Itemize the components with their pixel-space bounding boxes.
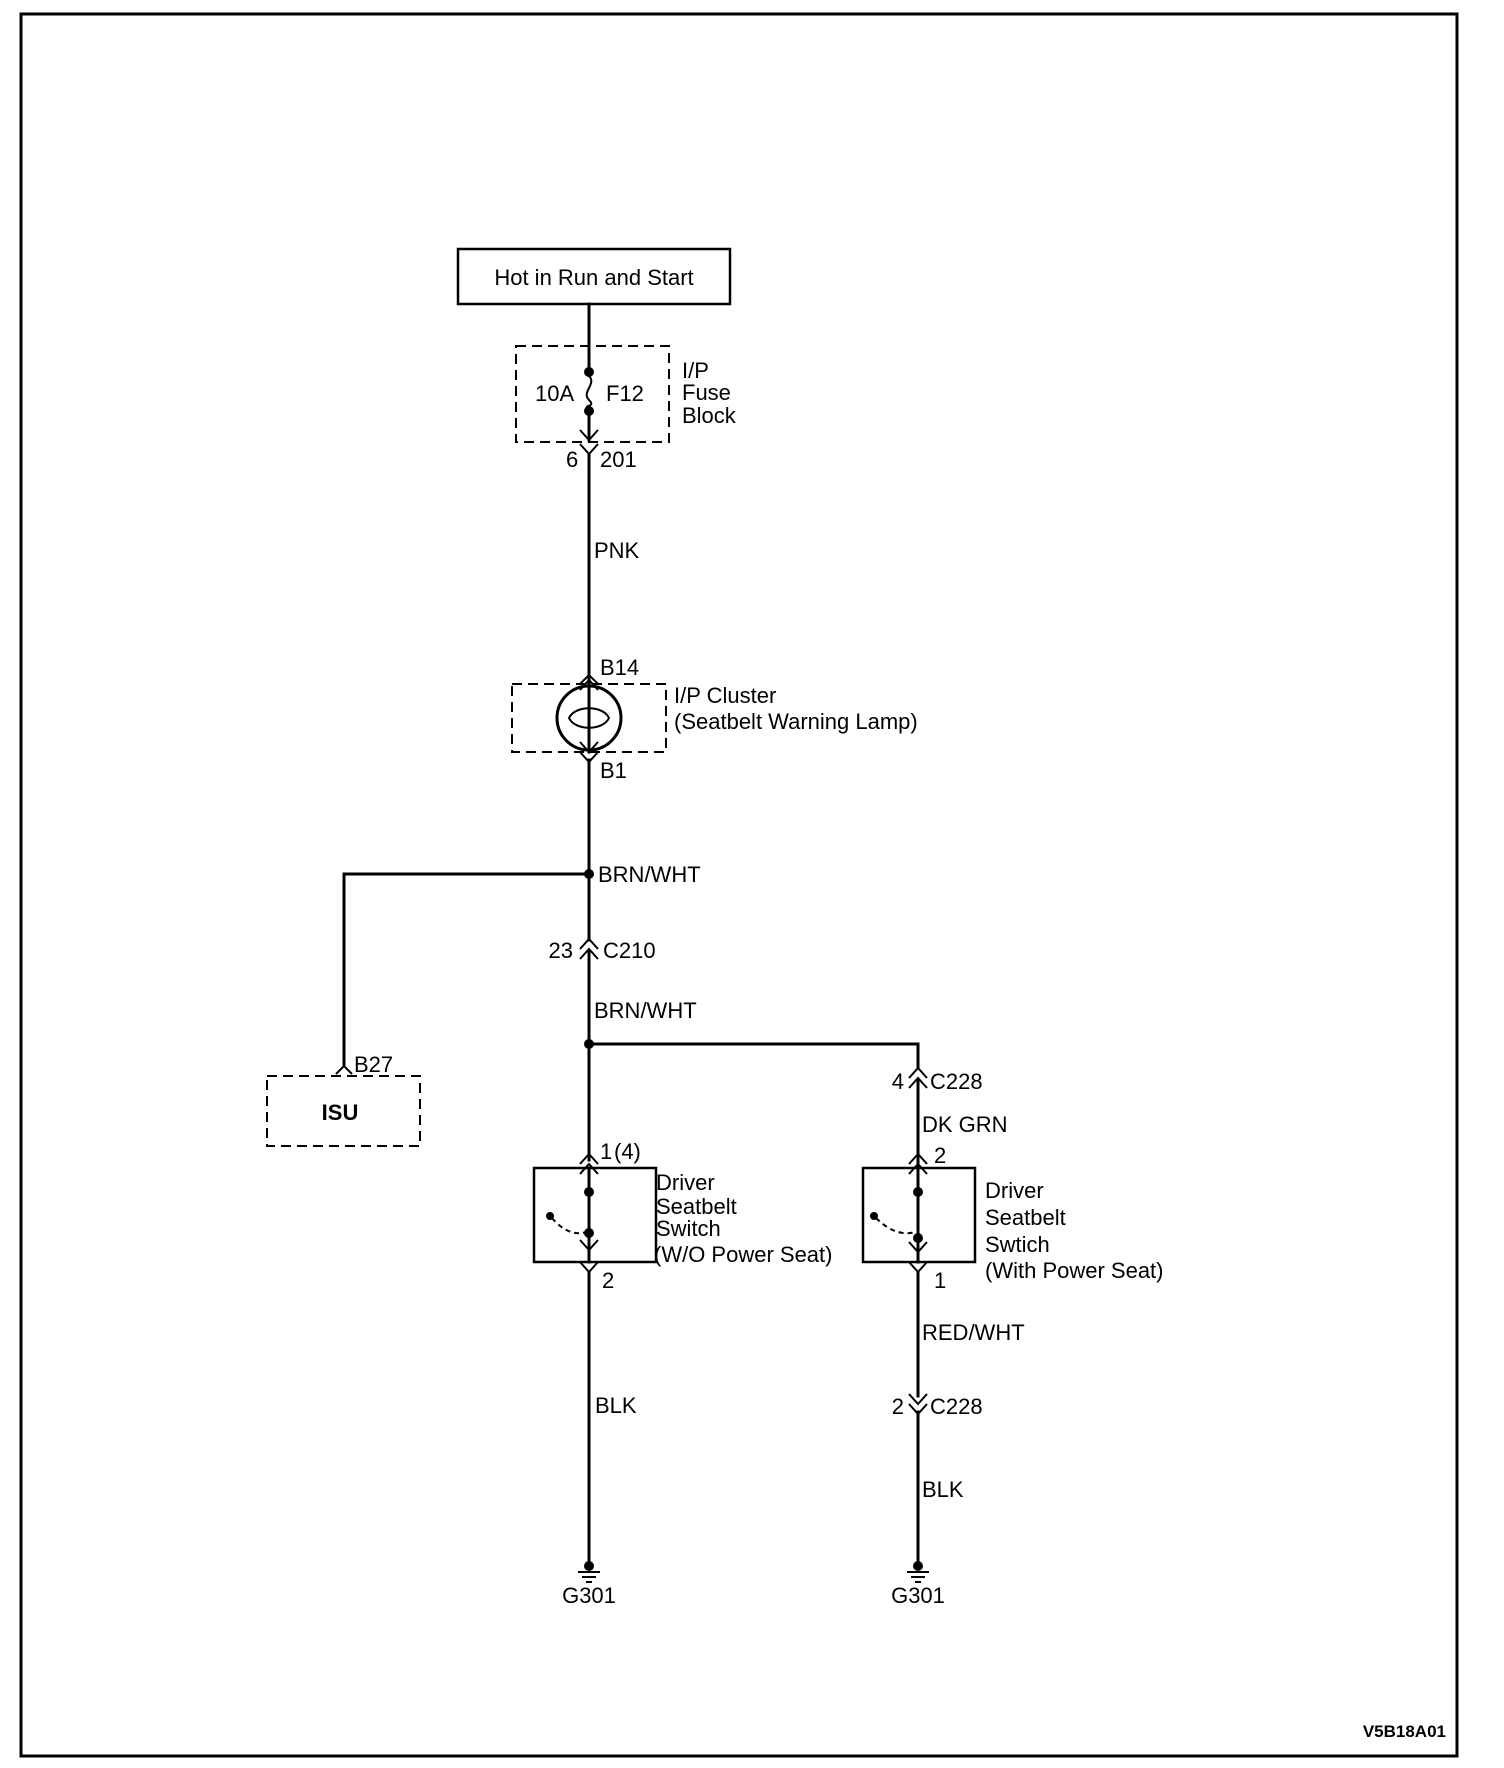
power-source-label: Hot in Run and Start (494, 265, 693, 290)
c228-upper-name: C228 (930, 1069, 983, 1094)
switch-wo-pin-top-alt: (4) (614, 1139, 641, 1164)
ground-left: G301 (562, 1561, 616, 1608)
switch-wo-pin-top: 1 (600, 1139, 612, 1164)
connector-c228-lower: 2 C228 (892, 1393, 983, 1419)
fuse-block-name-2: Fuse (682, 380, 731, 405)
switch-with-pin-bottom: 1 (934, 1268, 946, 1293)
wire-label-pnk: PNK (594, 538, 640, 563)
switch-wo-name-1: Driver (656, 1170, 715, 1195)
isu-label: ISU (322, 1100, 359, 1125)
switch-with-name-4: (With Power Seat) (985, 1258, 1164, 1283)
switch-with-contact-icon (875, 1217, 916, 1235)
ground-right-icon (907, 1571, 929, 1583)
switch-with-pin-top: 2 (934, 1143, 946, 1168)
switch-with-name-3: Swtich (985, 1232, 1050, 1257)
switch-wo-contact-icon (551, 1217, 587, 1235)
c210-name: C210 (603, 938, 656, 963)
ground-left-label: G301 (562, 1583, 616, 1608)
cluster-pin-top: B14 (600, 655, 639, 680)
wire-label-brn-wht-upper: BRN/WHT (598, 862, 701, 887)
switch-wo-name-4: (W/O Power Seat) (654, 1242, 832, 1267)
switch-wo-pin-bottom: 2 (602, 1268, 614, 1293)
ground-right-label: G301 (891, 1583, 945, 1608)
diagram-frame (19, 12, 1459, 1758)
connector-c210: 23 C210 (549, 937, 656, 963)
wire-label-blk-left: BLK (595, 1393, 637, 1418)
isu-pin: B27 (354, 1052, 393, 1077)
cluster-outline (511, 683, 667, 753)
fuse-block: 10A F12 I/P Fuse Block 6 201 (515, 302, 737, 472)
cluster-name-1: I/P Cluster (674, 683, 776, 708)
switch-wo-name-3: Switch (656, 1216, 721, 1241)
fuse-block-name-3: Block (682, 403, 737, 428)
switch-wo-box (532, 1166, 658, 1264)
ground-left-icon (578, 1571, 600, 1583)
c228-lower-name: C228 (930, 1394, 983, 1419)
power-source: Hot in Run and Start (456, 247, 732, 306)
wire-label-brn-wht-lower: BRN/WHT (594, 998, 697, 1023)
fuse-pin: 6 (566, 447, 578, 472)
c210-pin: 23 (549, 938, 573, 963)
wire-label-dk-grn: DK GRN (922, 1112, 1008, 1137)
ground-right: G301 (891, 1561, 945, 1608)
switch-with-name-1: Driver (985, 1178, 1044, 1203)
cluster-name-2: (Seatbelt Warning Lamp) (674, 709, 918, 734)
fuse-icon (585, 375, 593, 411)
switch-wo-name-2: Seatbelt (656, 1194, 737, 1219)
fuse-block-name-1: I/P (682, 358, 709, 383)
connector-c228-upper: 4 C228 (892, 1066, 983, 1168)
wire-isu-branch (342, 872, 591, 1068)
fuse-id: F12 (606, 381, 644, 406)
fuse-rating: 10A (535, 381, 574, 406)
figure-code: V5B18A01 (1363, 1722, 1446, 1741)
power-source-box (456, 247, 732, 306)
wire-label-red-wht: RED/WHT (922, 1320, 1025, 1345)
switch-wo-power-seat: 1 (4) 2 Driver Seatbelt Switch (W/O Powe… (532, 1139, 832, 1293)
cluster-pin-bottom: B1 (600, 758, 627, 783)
wire-label-blk-right: BLK (922, 1477, 964, 1502)
warning-lamp-icon (555, 684, 623, 752)
fuse-block-outline (515, 345, 670, 443)
isu-module: ISU B27 (266, 1052, 421, 1147)
wire-to-c228 (587, 1042, 920, 1070)
c228-lower-pin: 2 (892, 1394, 904, 1419)
ip-cluster: B14 B1 I/P Cluster (Seatbelt Warning Lam… (511, 655, 918, 783)
c228-upper-pin: 4 (892, 1069, 904, 1094)
switch-with-name-2: Seatbelt (985, 1205, 1066, 1230)
fuse-connector: 201 (600, 447, 637, 472)
switch-with-power-seat: 2 1 Driver Seatbelt Swtich (With Power S… (861, 1143, 1164, 1293)
